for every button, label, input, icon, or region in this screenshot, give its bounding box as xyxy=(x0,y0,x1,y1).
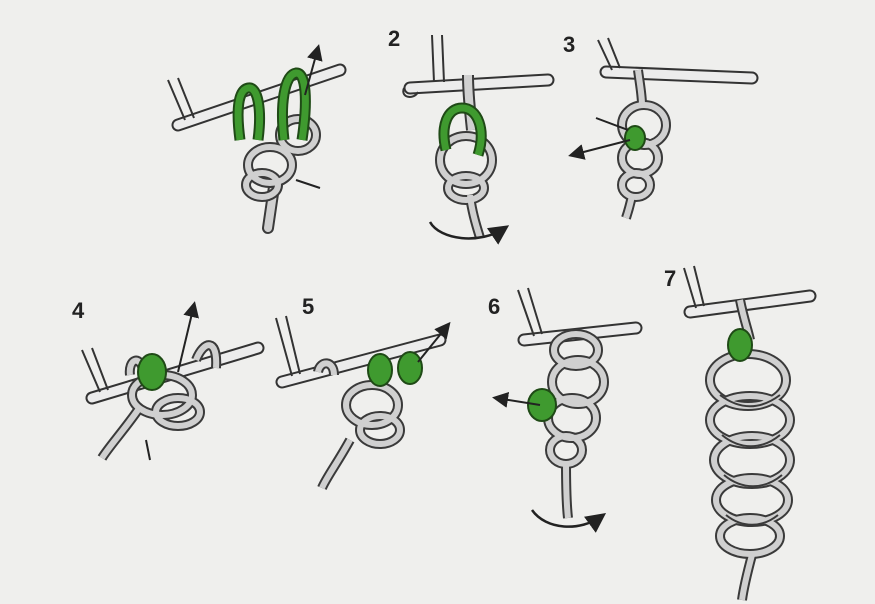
step-3-illustration xyxy=(572,38,752,218)
highlighted-loops xyxy=(528,389,556,421)
highlighted-loops xyxy=(728,329,752,361)
crochet-hook-icon xyxy=(403,35,548,97)
rotate-arrow-icon xyxy=(430,222,505,238)
step-4-illustration xyxy=(82,305,258,460)
step-1-illustration xyxy=(168,48,340,228)
step-6-illustration xyxy=(496,288,636,527)
step-7-illustration xyxy=(684,266,810,600)
crochet-hook-icon xyxy=(684,266,810,312)
step-5-illustration xyxy=(276,316,448,488)
crochet-hook-icon xyxy=(598,38,752,78)
highlighted-loops xyxy=(138,354,166,390)
step-2-illustration xyxy=(403,35,548,238)
